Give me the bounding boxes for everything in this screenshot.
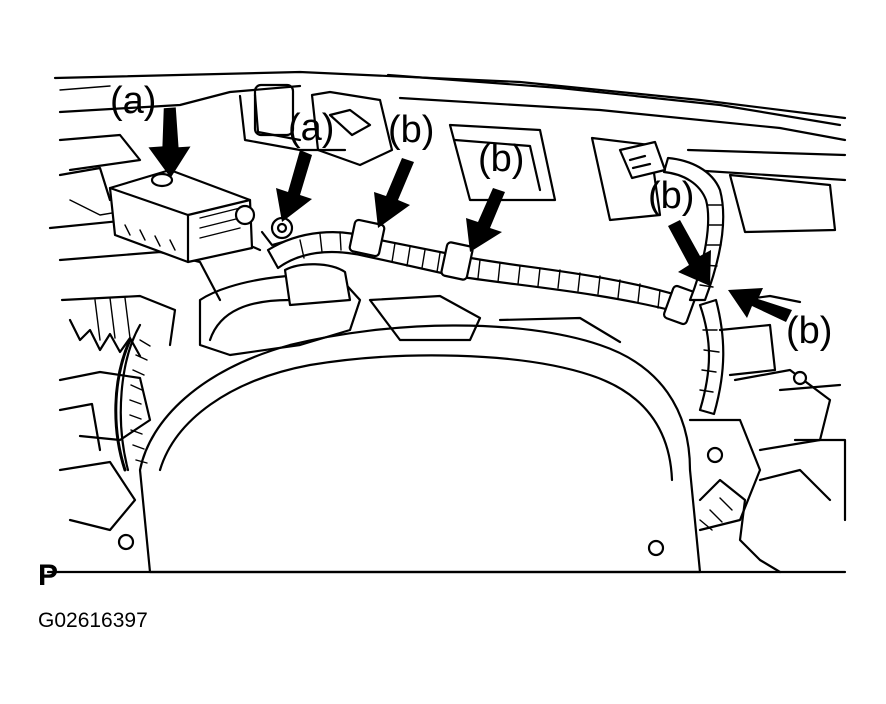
engine-block — [114, 263, 702, 574]
arrow-b2 — [466, 188, 505, 252]
arrow-b4 — [728, 288, 792, 322]
figure-id: G02616397 — [38, 609, 148, 632]
relay-box — [108, 168, 256, 264]
callout-labels: (a) (a) (b) (b) (b) (b) — [110, 80, 832, 352]
callout-a2: (a) — [288, 107, 334, 149]
callout-b2: (b) — [478, 138, 524, 180]
right-side-components — [117, 294, 847, 574]
body-panels — [53, 70, 847, 234]
arrow-a1 — [148, 107, 191, 178]
callout-b1: (b) — [388, 109, 434, 151]
callout-b4: (b) — [786, 310, 832, 352]
pointer-arrows — [148, 107, 792, 322]
view-letter: P — [38, 559, 58, 592]
arrow-a2 — [276, 150, 312, 222]
callout-b3: (b) — [648, 175, 694, 217]
callout-a1: (a) — [110, 80, 156, 122]
arrow-b3 — [668, 220, 711, 286]
arrow-b1 — [374, 158, 414, 228]
